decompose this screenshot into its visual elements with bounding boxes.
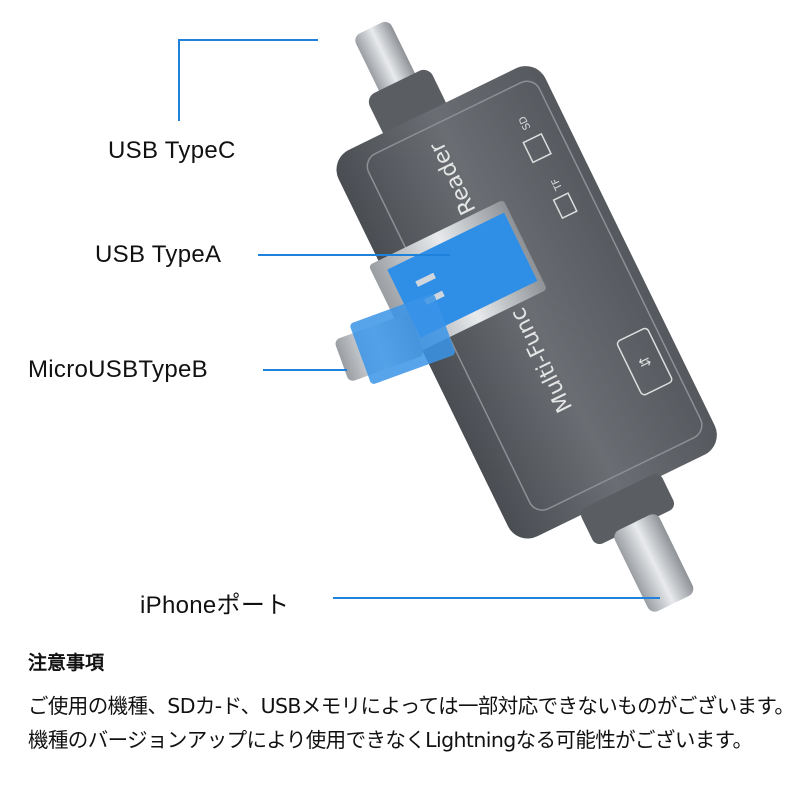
callout-line-typec-top	[178, 39, 318, 41]
usb-c-plug	[355, 21, 417, 97]
notes-body: ご使用の機種、SDカ-ド、USBメモリによっては一部対応できないものがございます…	[28, 694, 795, 752]
lightning-plug	[614, 514, 694, 612]
label-usb-typea: USB TypeA	[95, 241, 222, 268]
callout-line-typec	[178, 39, 180, 121]
micro-usb-plug	[335, 294, 455, 384]
callout-line-iphone	[333, 597, 660, 599]
tf-slot-icon	[552, 192, 578, 220]
card-reader-product-image: Multi-Func Reader SD TF ⇆	[335, 21, 717, 612]
label-microusb-typeb: MicroUSBTypeB	[28, 356, 208, 383]
label-usb-typec: USB TypeC	[108, 137, 236, 164]
notes-heading: 注意事項	[28, 652, 105, 674]
notes-section: 注意事項 ご使用の機種、SDカ-ド、USBメモリによっては一部対応できないものが…	[28, 648, 798, 757]
callout-line-microusb	[263, 369, 347, 371]
tf-slot-label: TF	[550, 176, 566, 193]
sd-slot-icon	[522, 132, 552, 164]
label-iphone-port: iPhoneポート	[140, 592, 290, 619]
usb-port-icon	[616, 327, 673, 396]
reader-body	[336, 66, 717, 539]
callout-line-typea	[258, 254, 450, 256]
